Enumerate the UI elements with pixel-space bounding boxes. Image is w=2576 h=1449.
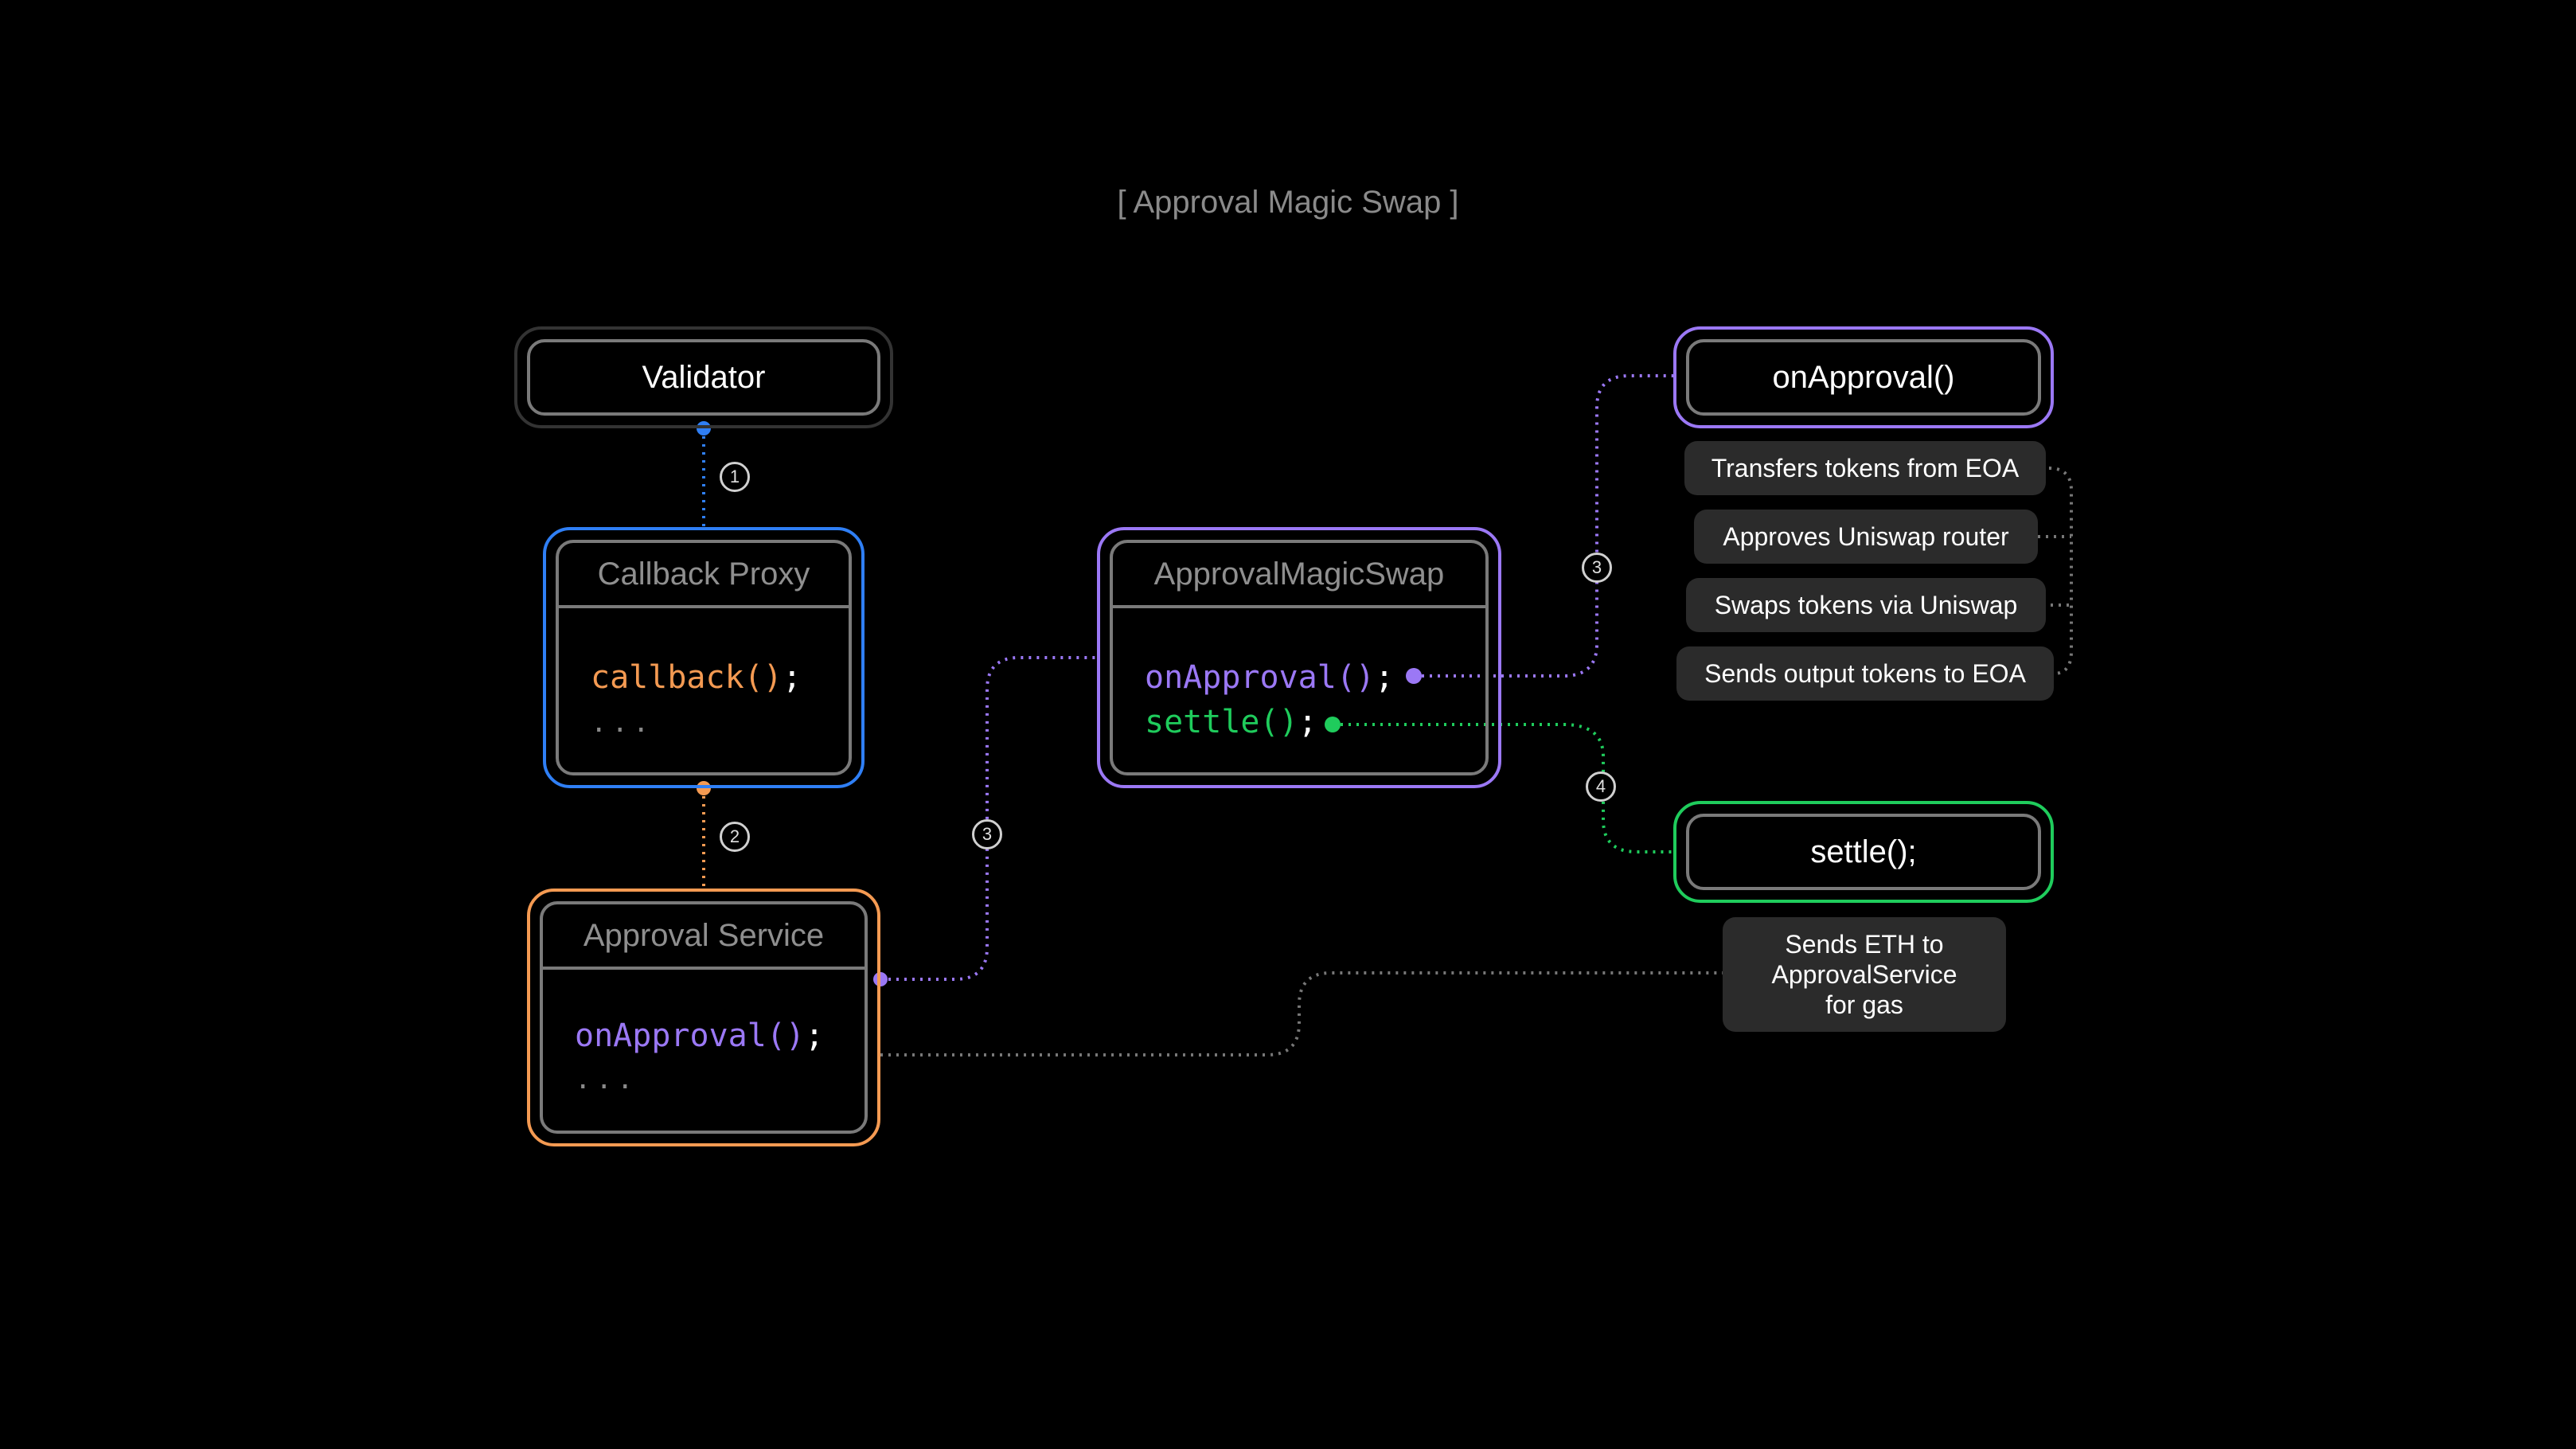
settle-note-line2: ApprovalService: [1771, 960, 1957, 989]
step-approve-router: Approves Uniswap router: [1694, 510, 2038, 564]
settle-note-line3: for gas: [1825, 990, 1903, 1019]
step-badge-4: 4: [1586, 771, 1616, 802]
step-send-output: Sends output tokens to EOA: [1676, 646, 2054, 701]
step-swap-tokens: Swaps tokens via Uniswap: [1686, 578, 2046, 632]
on-approval-node: onApproval(): [1673, 326, 2054, 428]
approval-service-ellipsis: ...: [575, 1064, 638, 1096]
step-badge-3a: 3: [972, 819, 1002, 849]
magic-swap-header: ApprovalMagicSwap: [1113, 543, 1485, 608]
validator-node: Validator: [514, 326, 893, 428]
step-transfer-tokens: Transfers tokens from EOA: [1684, 441, 2046, 495]
settle-label: settle();: [1686, 814, 2041, 890]
settle-node: settle();: [1673, 801, 2054, 903]
callback-call: callback(): [591, 659, 783, 696]
callback-proxy-header: Callback Proxy: [559, 543, 849, 608]
settle-note-line1: Sends ETH to: [1785, 930, 1944, 959]
settle-note: Sends ETH to ApprovalService for gas: [1723, 917, 2006, 1032]
magic-swap-settle: settle(): [1145, 704, 1298, 740]
approval-service-node: Approval Service onApproval(); ...: [527, 889, 880, 1146]
callback-ellipsis: ...: [591, 707, 654, 739]
approval-magic-swap-node: ApprovalMagicSwap onApproval(); settle()…: [1097, 527, 1501, 788]
step-badge-3b: 3: [1582, 553, 1612, 583]
diagram-title: [ Approval Magic Swap ]: [1117, 185, 1459, 220]
validator-label: Validator: [527, 339, 880, 416]
magic-swap-semicolon-2: ;: [1298, 704, 1317, 740]
approval-service-semicolon: ;: [804, 1017, 825, 1054]
magic-swap-onapproval: onApproval(): [1145, 659, 1375, 696]
magic-swap-semicolon-1: ;: [1374, 659, 1395, 696]
step-badge-1: 1: [720, 462, 750, 492]
callback-proxy-node: Callback Proxy callback(); ...: [543, 527, 865, 788]
step-badge-2: 2: [720, 822, 750, 852]
approval-service-call: onApproval(): [575, 1017, 805, 1054]
on-approval-label: onApproval(): [1686, 339, 2041, 416]
approval-service-header: Approval Service: [543, 904, 865, 970]
callback-semicolon: ;: [782, 659, 802, 696]
